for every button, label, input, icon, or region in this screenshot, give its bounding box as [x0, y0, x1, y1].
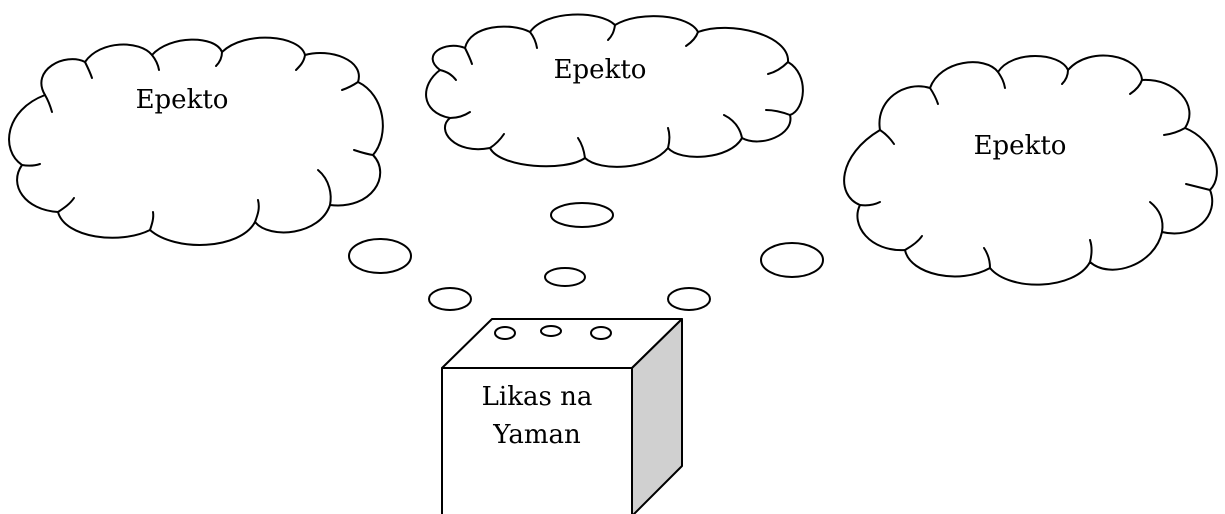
cloud-center-arc [449, 111, 471, 119]
cloud-center-arc [667, 127, 671, 149]
cloud-left-arc [84, 61, 93, 79]
cloud-left-label: Epekto [136, 85, 229, 115]
box-hole [590, 326, 612, 340]
cloud-left-arc [254, 199, 260, 223]
thought-bubble [760, 242, 824, 278]
cloud-left-arc [353, 149, 374, 156]
thought-bubble [428, 287, 472, 311]
resource-box: Likas na Yaman [441, 318, 683, 514]
cloud-right-arc [1129, 79, 1143, 95]
box-label-line2: Yaman [492, 420, 581, 450]
cloud-left-arc [341, 81, 359, 91]
thought-bubble [348, 238, 412, 274]
cloud-left: Epekto [8, 36, 384, 246]
cloud-left-arc [57, 197, 75, 213]
cloud-left-arc [295, 54, 306, 71]
thought-bubble [550, 202, 614, 228]
cloud-left-arc [21, 163, 41, 167]
cloud-center-arc [577, 137, 586, 159]
cloud-right-arc [997, 71, 1006, 89]
cloud-center-arc [439, 69, 457, 81]
cloud-left-arc [149, 211, 155, 231]
cloud-right-arc [1185, 183, 1211, 191]
cloud-center-arc [723, 114, 743, 139]
cloud-right-label: Epekto [974, 131, 1067, 161]
cloud-left-arc [44, 94, 53, 113]
cloud-right-arc [1089, 239, 1093, 263]
cloud-right-arc [904, 235, 923, 251]
cloud-right-arc [1061, 69, 1069, 85]
cloud-left-arc [317, 169, 332, 206]
cloud-left-outline [8, 36, 384, 246]
cloud-right-outline [843, 54, 1218, 286]
cloud-center-arc [607, 24, 616, 41]
cloud-left-arc [215, 51, 223, 67]
cloud-right-arc [1149, 201, 1164, 233]
cloud-right-arc [1163, 127, 1186, 136]
cloud-center-arc [765, 109, 791, 116]
cloud-right: Epekto [843, 54, 1218, 286]
cloud-center-arc [685, 31, 699, 47]
cloud-center-arc [489, 133, 505, 149]
cloud-center-arc [464, 47, 473, 65]
box-hole [540, 325, 562, 337]
cloud-center-label: Epekto [554, 55, 647, 85]
box-front-face [441, 367, 633, 514]
cloud-right-arc [879, 129, 895, 145]
cloud-right-arc [983, 247, 991, 269]
cloud-right-arc [859, 201, 881, 207]
thought-bubble [667, 287, 711, 311]
cloud-center: Epekto [425, 13, 804, 168]
cloud-left-arc [151, 54, 160, 71]
cloud-center-arc [529, 31, 538, 49]
thought-bubble [544, 267, 586, 287]
cloud-right-arc [929, 87, 939, 105]
cloud-center-outline [425, 13, 804, 168]
box-label-line1: Likas na [482, 382, 593, 412]
box-hole [494, 326, 516, 340]
cloud-center-arc [767, 61, 789, 75]
thought-bubbles [348, 202, 824, 311]
